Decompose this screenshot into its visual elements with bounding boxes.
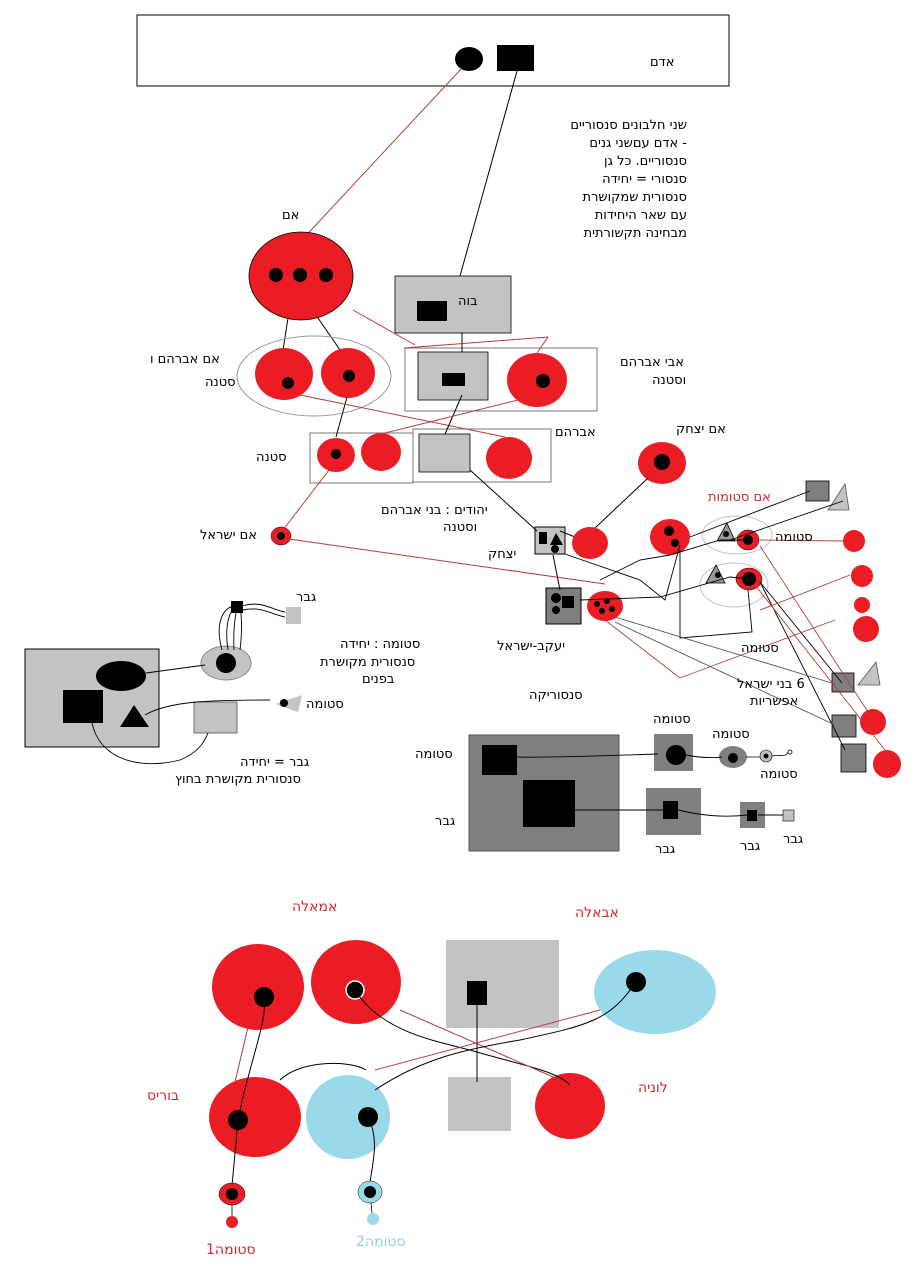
em-stumot-circle [650, 519, 690, 555]
em-israel-label: אם ישראל [200, 528, 257, 543]
yitzhak-label: יצחק [488, 547, 517, 562]
abala-label: אבאלה [575, 905, 619, 921]
gray-child-box [448, 1077, 511, 1131]
stuma-label-right-2: סטומה [741, 641, 779, 656]
stuma-label-c: סטומה [415, 747, 453, 762]
gever-label-a: גבר [435, 814, 456, 829]
avi-avraham-label-1: אבי אברהם [620, 355, 684, 370]
stuma-label-right: סטומה [775, 530, 813, 545]
amala-left-circle [212, 944, 304, 1030]
note-line: - אדם עםשני גנים [589, 136, 687, 151]
stuma-unit-label-1: סטומה : יחידה [340, 637, 421, 652]
boris-label: בוריס [147, 1088, 180, 1104]
gever-label-d: גבר [740, 839, 761, 854]
stuma2-label: סטומה2 [356, 1234, 406, 1250]
em-label: אם [282, 208, 300, 223]
avraham-label: אברהם [555, 425, 596, 440]
stuma-label-d: סטומה [760, 767, 798, 782]
stuma-label-a: סטומה [653, 712, 691, 727]
note-line: מבחינה תקשורתית [583, 226, 687, 241]
stuma-unit-label-3: בפנים [362, 672, 395, 687]
note-line: עם שאר היחידות [594, 208, 687, 223]
adam-label: אדם [650, 55, 675, 70]
stuma-label-b: סטומה [712, 727, 750, 742]
em-avraham-label: אם אברהם ו [150, 352, 220, 367]
luna-circle [535, 1073, 605, 1139]
note-line: סנסוריים. כל גן [604, 154, 687, 169]
note-line: סנסורית שמקושרת [582, 190, 687, 205]
adam-gene-circle [455, 47, 483, 71]
gever-label-c: גבר [655, 842, 676, 857]
gever-label-top: גבר [296, 590, 317, 605]
satana-label-2: סטנה [256, 450, 287, 465]
yaakov-label: יעקב-ישראל [497, 639, 566, 654]
gever-label-b: גבר [783, 832, 804, 847]
abala-blue-circle [594, 950, 716, 1034]
em-yitzhak-label: אם יצחק [676, 422, 726, 437]
abala-box [446, 940, 559, 1028]
note-block: שני חלבונים סנסוריים - אדם עםשני גנים סנ… [555, 117, 687, 243]
note-line: סנסורי = יחידה [602, 172, 687, 187]
yehudim-label-1: יהודים : בני אברהם [381, 503, 488, 518]
blue-child-circle [306, 1075, 390, 1159]
yehudim-label-2: וסטנה [443, 520, 478, 535]
amala-label: אמאלה [292, 899, 338, 915]
boh-box [394, 275, 512, 334]
gever-unit-label-2: סנסורית מקושרת בחוץ [175, 772, 301, 787]
luna-label: לוניה [638, 1080, 668, 1096]
bnei-israel-label-2: אפשריות [750, 694, 799, 709]
note-line: שני חלבונים סנסוריים [570, 118, 687, 133]
stuma1-label: סטומה1 [206, 1242, 256, 1258]
avi-avraham-label-2: וסטנה [652, 373, 687, 388]
adam-box [136, 14, 730, 87]
em-stumot-label: אם סטומות [708, 490, 771, 505]
boris-circle [209, 1077, 301, 1157]
em-avraham-group [236, 335, 392, 417]
satana-label: סטנה [205, 375, 236, 390]
sensorika-label: סנסוריקה [529, 688, 583, 703]
adam-gene-square [497, 45, 534, 71]
bnei-israel-label-1: 6 בני ישראל [737, 677, 805, 692]
gever-unit-label-1: גבר = יחידה [240, 755, 310, 770]
boh-label: בוה [458, 294, 478, 309]
stuma-label-left: סטומה [306, 697, 344, 712]
stuma-unit-label-2: סנסורית מקושרת [320, 655, 416, 670]
